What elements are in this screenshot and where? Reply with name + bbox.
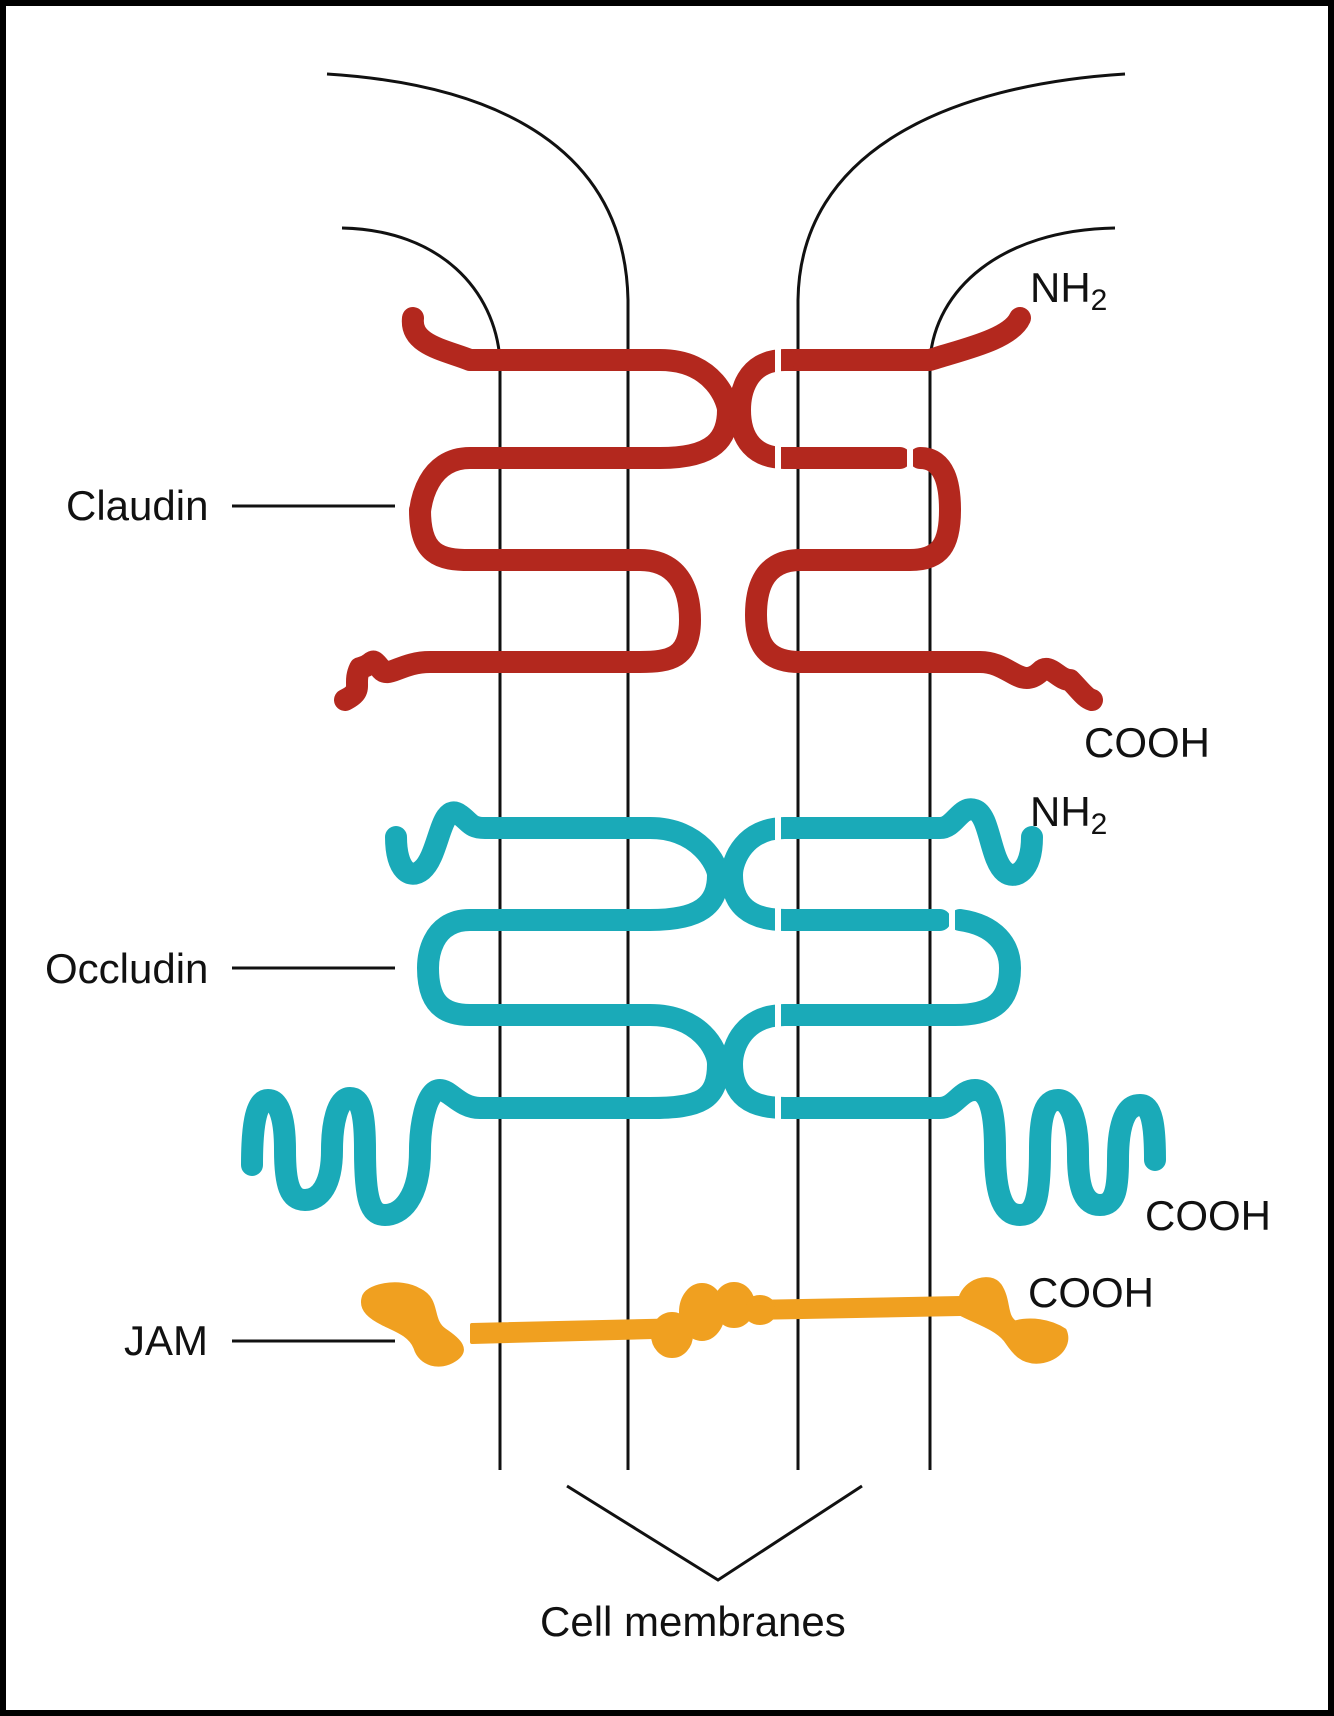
- claudin-label: Claudin: [66, 482, 208, 529]
- occludin-cooh-label: COOH: [1145, 1192, 1271, 1239]
- occludin-right-nterm: [774, 798, 1043, 886]
- jam-right-domain: [958, 1277, 1069, 1364]
- occludin-label: Occludin: [45, 945, 208, 992]
- claudin-nh2-label: NH2: [1030, 264, 1107, 317]
- protein-gaps: [775, 340, 955, 1128]
- occludin-left: [241, 801, 729, 1226]
- claudin-right-nterm: [774, 307, 1031, 371]
- claudin-left: [334, 307, 739, 711]
- membrane-left-outer: [341, 226, 502, 1470]
- jam-label: JAM: [124, 1317, 208, 1364]
- occludin-protein: [241, 798, 1166, 1226]
- leader-lines: [232, 504, 395, 1343]
- membrane-right-inner: [796, 72, 1126, 1470]
- jam-protein: [360, 1277, 1069, 1367]
- jam-cooh-label: COOH: [1028, 1269, 1154, 1316]
- claudin-right-loop1: [729, 349, 796, 469]
- claudin-cooh-label: COOH: [1084, 719, 1210, 766]
- membrane-right-outer: [928, 226, 1116, 1470]
- occludin-right-loop2: [774, 909, 1021, 1026]
- claudin-right-cterm: [745, 447, 1103, 711]
- occludin-nh2-label: NH2: [1030, 788, 1107, 841]
- membrane-left-inner: [326, 72, 630, 1470]
- cell-membranes-label: Cell membranes: [540, 1598, 846, 1645]
- occludin-right-loop1: [721, 817, 796, 931]
- claudin-protein: [334, 307, 1103, 711]
- membranes-bracket: [566, 1484, 863, 1582]
- jam-left-domain: [360, 1282, 464, 1367]
- occludin-right-cterm: [721, 1004, 1166, 1226]
- cell-membranes: [326, 72, 1126, 1470]
